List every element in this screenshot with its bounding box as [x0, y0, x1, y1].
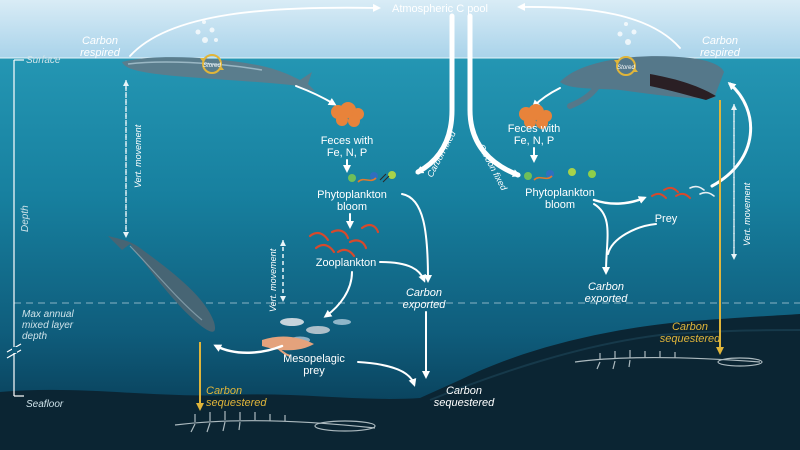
left-feces-cloud: [331, 102, 364, 127]
left-vert-movement-label: Vert. movement: [133, 124, 143, 188]
seafloor-label: Seafloor: [26, 399, 64, 410]
prey-to-whale-arrow: [710, 82, 753, 188]
left-carbon-fixed-arrow: [415, 13, 455, 175]
right-whale-spray: [617, 22, 637, 45]
right-stored-icon: [614, 56, 638, 76]
right-phyto-export-arrow: [593, 203, 611, 275]
left-phytoplankton-icon: [348, 171, 396, 183]
mixed-layer-label-1: Max annual: [22, 309, 74, 320]
left-phytoplankton-label-1: Phytoplankton: [317, 189, 387, 201]
left-feces-label-1: Feces with: [321, 135, 374, 147]
left-carbon-sequestered-2: sequestered: [434, 397, 495, 409]
left-carbon-exported-1: Carbon: [406, 287, 442, 299]
left-whale-sequestered-2: sequestered: [206, 397, 267, 409]
mesopelagic-label-1: Mesopelagic: [283, 353, 345, 365]
left-feces-label-2: Fe, N, P: [327, 147, 367, 159]
zoo-export-arrow: [379, 261, 426, 283]
left-carbon-exported-2: exported: [403, 299, 447, 311]
right-carbon-sequestered-2: sequestered: [660, 333, 721, 345]
right-carbon-respired-1: Carbon: [702, 35, 738, 47]
right-surface-whale: [560, 56, 724, 109]
depth-label: Depth: [20, 205, 31, 232]
seafloor-terrain: [0, 314, 800, 450]
mesopelagic-to-whale-arrow: [213, 344, 284, 354]
zoo-vert-movement-label: Vert. movement: [268, 248, 278, 312]
atmospheric-c-pool-label: Atmospheric C pool: [392, 3, 488, 15]
left-carbon-sequestered-1: Carbon: [446, 385, 482, 397]
right-feces-cloud: [519, 104, 552, 129]
mixed-layer-label-2: mixed layer: [22, 320, 74, 331]
right-prey-export-line: [607, 223, 657, 255]
zooplankton-label: Zooplankton: [316, 257, 377, 269]
depth-axis: [6, 59, 24, 397]
left-whale-sequestered-1: Carbon: [206, 385, 242, 397]
left-carbon-respired-2: respired: [80, 47, 121, 59]
right-carbon-exported-2: exported: [585, 293, 629, 305]
left-feces-arrow: [295, 85, 337, 106]
right-prey-white: [689, 185, 715, 197]
left-zooplankton-icon: [308, 223, 380, 258]
right-phytoplankton-label-1: Phytoplankton: [525, 187, 595, 199]
right-phytoplankton-icon: [524, 168, 596, 181]
right-carbon-sequestered-1: Carbon: [672, 321, 708, 333]
mesopelagic-to-sequestered-arrow: [357, 361, 417, 387]
left-whale-skeleton: [174, 411, 376, 433]
right-carbon-exported-1: Carbon: [588, 281, 624, 293]
right-feces-label-2: Fe, N, P: [514, 135, 554, 147]
left-stored-label: Stored: [203, 63, 221, 69]
right-vert-movement-label: Vert. movement: [742, 182, 752, 246]
right-prey-icon: [651, 186, 691, 199]
left-stored-icon: [200, 54, 224, 74]
surface-label: Surface: [26, 55, 61, 66]
mesopelagic-prey-icon: [262, 318, 351, 357]
seafloor-ridge: [429, 329, 800, 401]
left-phytoplankton-label-2: bloom: [337, 201, 367, 213]
left-surface-whale: [122, 57, 316, 92]
phyto-export-arrow: [401, 193, 432, 283]
left-diving-whale: [108, 236, 216, 332]
right-phyto-to-prey-arrow: [592, 196, 647, 205]
right-feces-label-1: Feces with: [508, 123, 561, 135]
right-phytoplankton-label-2: bloom: [545, 199, 575, 211]
right-carbon-fixed-arrow: [467, 13, 521, 178]
sky: [0, 0, 800, 58]
mixed-layer-label-3: depth: [22, 331, 47, 342]
zoo-to-mesopelagic-arrow: [323, 271, 353, 318]
right-stored-label: Stored: [617, 65, 635, 71]
right-prey-label: Prey: [655, 213, 678, 225]
right-respired-arrow: [517, 2, 681, 49]
left-respired-arrow: [129, 3, 381, 57]
right-carbon-respired-2: respired: [700, 47, 741, 59]
right-whale-skeleton: [574, 350, 763, 370]
left-whale-spray: [195, 20, 218, 43]
mesopelagic-label-2: prey: [303, 365, 325, 377]
left-carbon-respired-1: Carbon: [82, 35, 118, 47]
